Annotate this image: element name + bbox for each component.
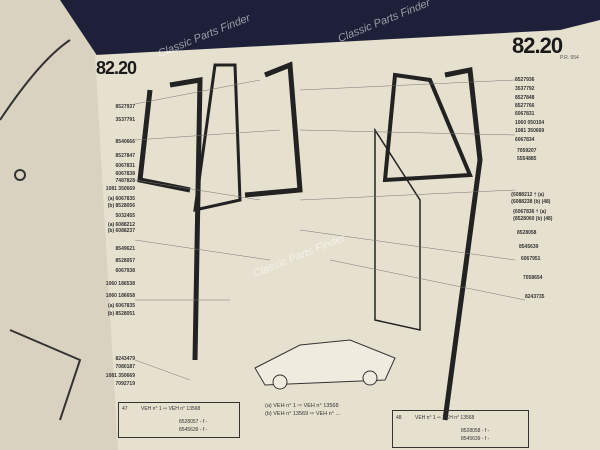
note-part: 8528058 - f - bbox=[461, 428, 490, 434]
part-label: 6067838 bbox=[115, 171, 135, 177]
part-label: 8243479 bbox=[115, 356, 135, 362]
note-number: 48 bbox=[396, 415, 402, 421]
part-label: 5554885 bbox=[517, 156, 537, 162]
part-label: 7080187 bbox=[115, 364, 135, 370]
vehicle-legend: (a) VEH n° 1 ⇨ VEH n° 13568 (b) VEH n° 1… bbox=[265, 402, 340, 418]
part-label: 1081 350669 bbox=[105, 186, 135, 192]
part-label: 8528057 bbox=[115, 258, 135, 264]
part-label: 7059207 bbox=[517, 148, 537, 154]
part-label: 8527937 bbox=[115, 104, 135, 110]
legend-b: (b) VEH n° 13569 ⇨ VEH n° ... bbox=[265, 411, 341, 417]
part-label: 8527847 bbox=[115, 153, 135, 159]
door-window-frames-left bbox=[137, 61, 303, 361]
part-label: (b) 8528051 bbox=[107, 311, 135, 317]
note-part: 8545639 - f - bbox=[179, 427, 208, 433]
part-label: (b) 6088237 bbox=[107, 228, 135, 234]
part-label: 6067951 bbox=[521, 256, 541, 262]
part-label: 8527848 bbox=[515, 95, 535, 101]
page-number-left: 82.20 bbox=[96, 58, 137, 78]
part-label: {6067836 † (a) bbox=[513, 209, 547, 215]
part-label: 8527766 bbox=[515, 103, 535, 109]
left-page-parts bbox=[0, 39, 82, 421]
part-label: 3537791 bbox=[115, 117, 135, 123]
part-label: 8545639 bbox=[519, 244, 539, 250]
part-label: 6067831 bbox=[115, 163, 135, 169]
part-label: (a) 6088212 bbox=[108, 222, 135, 228]
part-label: 8549621 bbox=[115, 246, 135, 252]
note-box-48: 48 VEH n° 1 ⇨ VEH n° 13568 8528058 - f -… bbox=[392, 410, 529, 448]
part-label: (a) 6067835 bbox=[108, 196, 135, 202]
part-label: {8528060 (b) (48) bbox=[513, 216, 553, 222]
part-label: 8528058 bbox=[517, 230, 537, 236]
part-label: 6067831 bbox=[515, 111, 535, 117]
part-label: 1060 050104 bbox=[515, 120, 545, 126]
note-header: VEH n° 1 ⇨ VEH n° 13568 bbox=[415, 415, 475, 421]
page-number-right: 82.20 bbox=[512, 33, 563, 58]
part-label: (b) 8528056 bbox=[107, 203, 135, 209]
door-window-frames-right bbox=[374, 67, 483, 421]
part-label: 5032455 bbox=[115, 213, 135, 219]
part-label: {6088238 (b) (48) bbox=[511, 199, 551, 205]
part-label: 3537792 bbox=[515, 86, 535, 92]
note-number: 47 bbox=[122, 406, 128, 412]
leader-lines bbox=[134, 79, 526, 381]
part-label: (a) 6067835 bbox=[108, 303, 135, 309]
note-part: 8545639 - f - bbox=[461, 436, 490, 442]
right-page bbox=[95, 20, 600, 450]
part-label: 1060 186658 bbox=[105, 293, 135, 299]
part-label: 8527936 bbox=[515, 77, 535, 83]
part-label: 6067834 bbox=[515, 137, 535, 143]
part-label: 6067938 bbox=[115, 268, 135, 274]
legend-a: (a) VEH n° 1 ⇨ VEH n° 13568 bbox=[265, 403, 339, 409]
car-illustration bbox=[254, 339, 396, 390]
part-label: 8540666 bbox=[115, 139, 135, 145]
part-label: 7058654 bbox=[523, 275, 543, 281]
part-label: 7487828 bbox=[115, 178, 135, 184]
part-label: 7092719 bbox=[115, 381, 135, 387]
part-label: 8243735 bbox=[525, 294, 545, 300]
part-label: 1081 350669 bbox=[105, 373, 135, 379]
note-part: 8528057 - f - bbox=[179, 419, 208, 425]
page-reference: P.R. 654 bbox=[560, 55, 579, 61]
part-label: {6088212 † (a) bbox=[511, 192, 545, 198]
part-label: 1081 350669 bbox=[515, 128, 545, 134]
part-label: 1060 186538 bbox=[105, 281, 135, 287]
note-header: VEH n° 1 ⇨ VEH n° 13568 bbox=[141, 406, 201, 412]
note-box-47: 47 VEH n° 1 ⇨ VEH n° 13568 8528057 - f -… bbox=[118, 402, 240, 438]
